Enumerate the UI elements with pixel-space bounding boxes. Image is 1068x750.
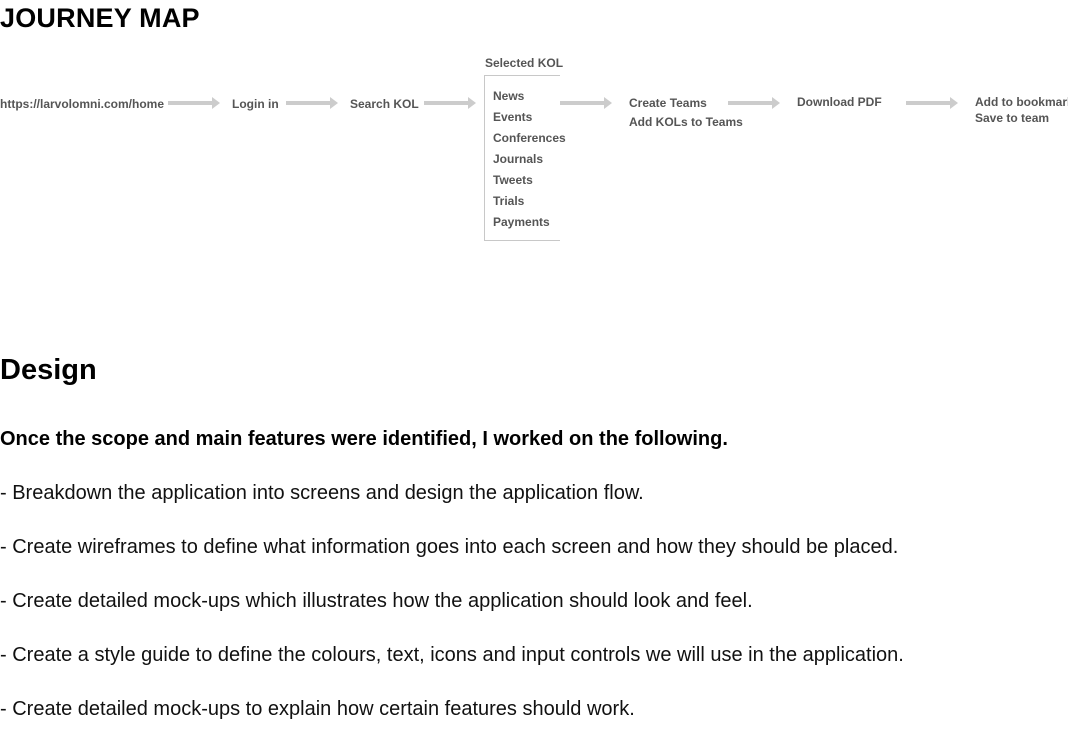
save-to-team-label: Save to team [975,111,1050,125]
search-label: Search KOL [350,97,419,111]
journey-step-download: Download PDF [797,94,882,110]
design-steps-list: - Breakdown the application into screens… [0,480,904,750]
selected-kol-label: Selected KOL [485,56,564,70]
home-url-label: https://larvolomni.com/home [0,97,165,111]
journey-map-title: JOURNEY MAP [0,3,200,33]
design-heading: Design [0,354,97,386]
download-pdf-label: Download PDF [797,95,882,109]
arrow-icon [728,97,780,109]
kol-item-events: Events [493,110,533,124]
list-item: - Create detailed mock-ups to explain ho… [0,698,635,720]
selected-kol-box: News Events Conferences Journals Tweets … [484,75,566,241]
list-item: - Create wireframes to define what infor… [0,536,899,558]
design-intro: Once the scope and main features were id… [0,428,728,450]
kol-item-journals: Journals [493,152,544,166]
list-item: - Create detailed mock-ups which illustr… [0,590,753,612]
arrow-icon [168,97,220,109]
journey-step-search: Search KOL [350,96,419,112]
journey-step-teams: Create Teams Add KOLs to Teams [629,94,743,132]
kol-item-news: News [493,89,525,103]
journey-step-home-url: https://larvolomni.com/home [0,96,164,112]
list-item: - Breakdown the application into screens… [0,482,644,504]
kol-item-payments: Payments [493,215,550,229]
list-item: - Create a style guide to define the col… [0,644,904,666]
kol-item-tweets: Tweets [493,173,533,187]
login-label: Login in [232,97,279,111]
kol-item-conferences: Conferences [493,131,566,145]
add-kols-label: Add KOLs to Teams [629,115,743,129]
kol-item-trials: Trials [493,194,525,208]
create-teams-label: Create Teams [629,96,707,110]
arrow-icon [560,97,612,109]
journey-map: https://larvolomni.com/home Login in Sea… [0,50,1068,250]
journey-step-login: Login in [232,96,279,112]
arrow-icon [424,97,476,109]
selected-kol-list: News Events Conferences Journals Tweets … [493,86,566,233]
journey-step-bookmark: Add to bookmark Save to team [975,94,1068,126]
arrow-icon [286,97,338,109]
arrow-icon [906,97,958,109]
add-bookmark-label: Add to bookmark [975,95,1068,109]
